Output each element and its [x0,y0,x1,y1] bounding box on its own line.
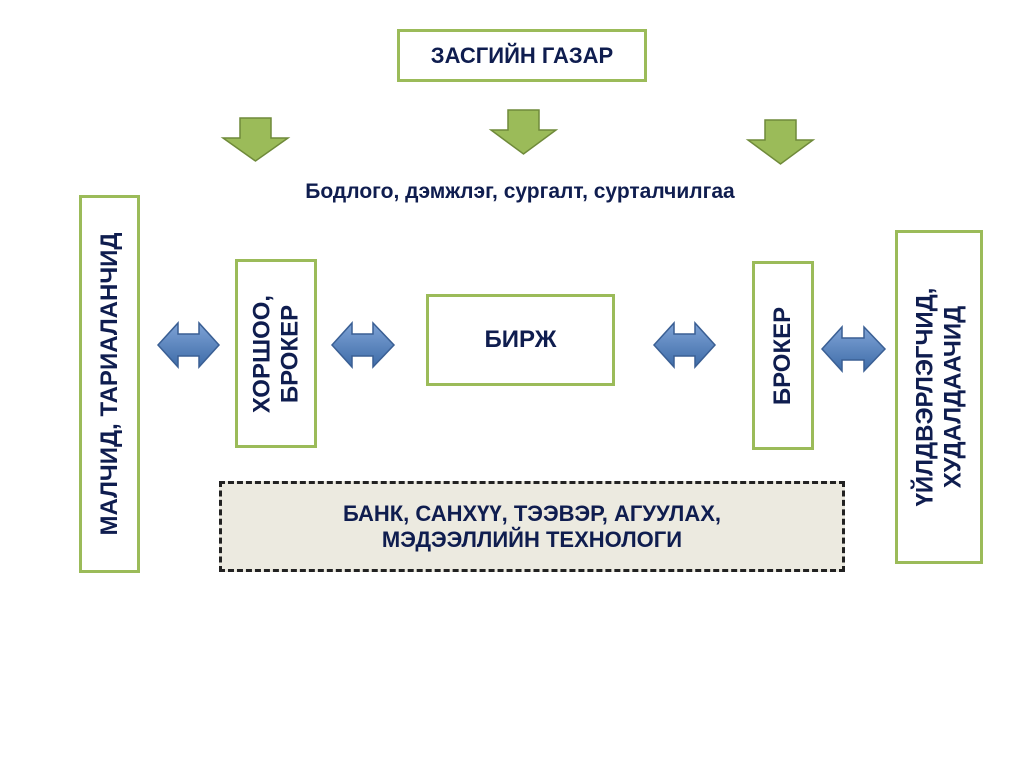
exchange-label: БИРЖ [484,326,557,354]
down-arrow-center [488,109,559,155]
double-arrow-2 [330,321,396,369]
double-arrow-4 [820,325,887,373]
services-box: БАНК, САНХҮҮ, ТЭЭВЭР, АГУУЛАХ, МЭДЭЭЛЛИЙ… [219,481,845,572]
broker-box: БРОКЕР [752,261,814,450]
producers-label: ҮЙЛДВЭРЛЭГЧИД, ХУДАЛДААЧИД [911,288,966,507]
herders-box: МАЛЧИД, ТАРИАЛАНЧИД [79,195,140,573]
producers-traders-box: ҮЙЛДВЭРЛЭГЧИД, ХУДАЛДААЧИД [895,230,983,564]
government-box: ЗАСГИЙН ГАЗАР [397,29,647,82]
double-arrow-3 [652,321,717,369]
double-arrow-1 [156,321,221,369]
producers-label-line2: ХУДАЛДААЧИД [939,305,966,489]
services-label-line2: МЭДЭЭЛЛИЙН ТЕХНОЛОГИ [381,526,683,552]
exchange-box: БИРЖ [426,294,615,386]
policy-label: Бодлого, дэмжлэг, сургалт, сурталчилгаа [305,180,735,203]
down-arrow-right [745,119,816,165]
cooperative-broker-box: ХОРШОО, БРОКЕР [235,259,317,448]
services-label-line1: БАНК, САНХҮҮ, ТЭЭВЭР, АГУУЛАХ, [342,501,722,527]
cooperative-label-line2: БРОКЕР [276,304,303,403]
cooperative-label: ХОРШОО, БРОКЕР [248,294,303,412]
producers-label-line1: ҮЙЛДВЭРЛЭГЧИД, [911,287,939,507]
government-label: ЗАСГИЙН ГАЗАР [430,42,614,68]
broker-label: БРОКЕР [769,306,797,405]
cooperative-label-line1: ХОРШОО, [248,294,276,413]
herders-label: МАЛЧИД, ТАРИАЛАНЧИД [95,232,123,536]
down-arrow-left [220,117,291,162]
